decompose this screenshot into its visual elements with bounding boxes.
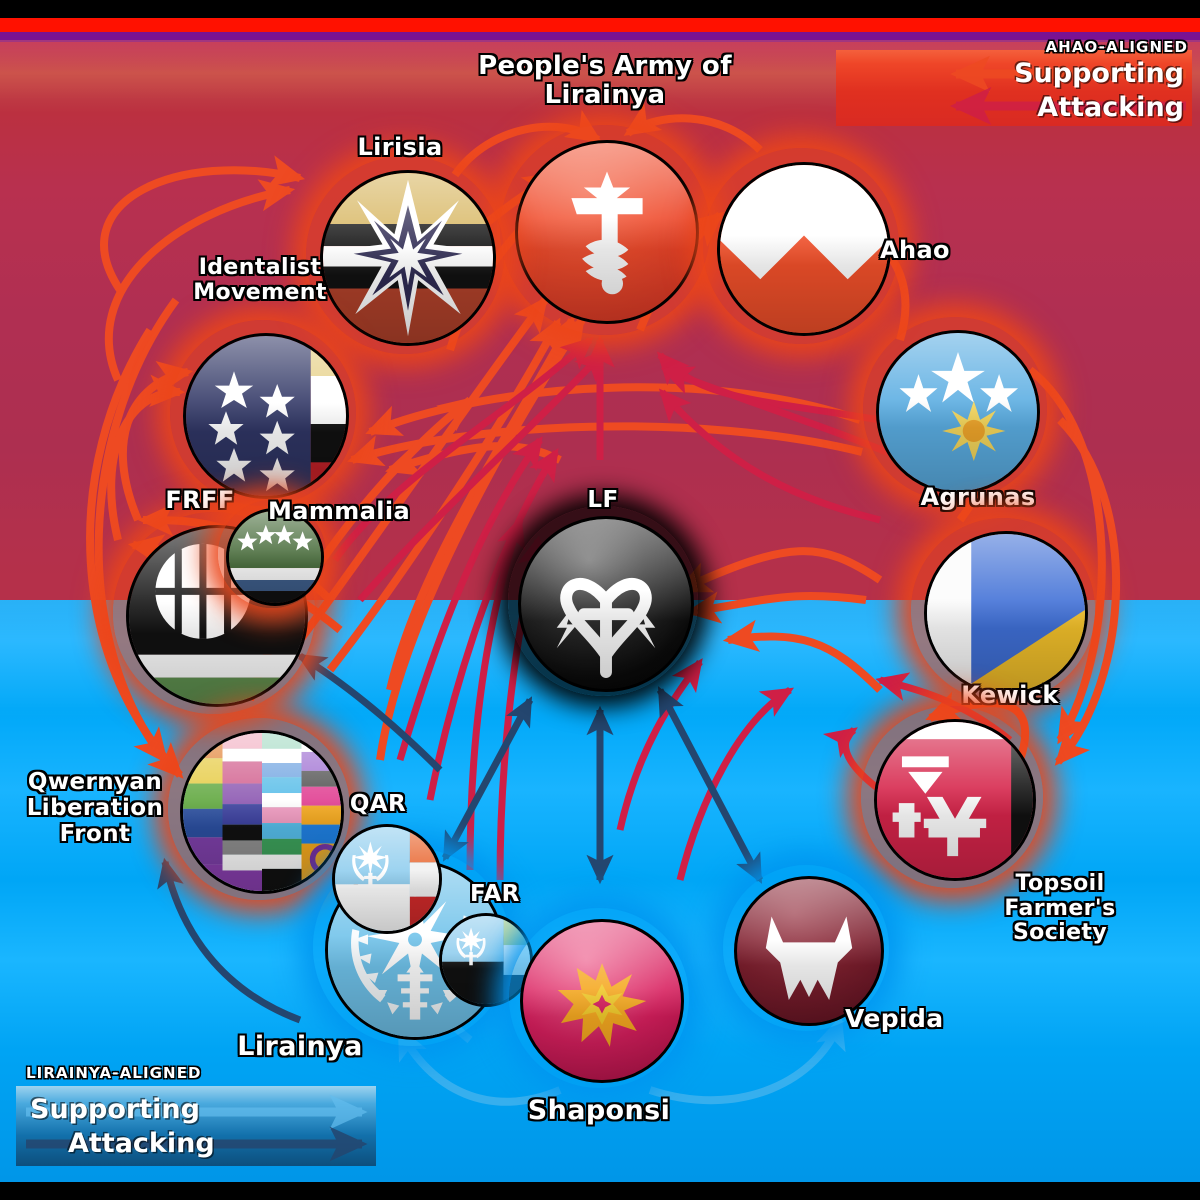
far-wreath-flag	[442, 916, 530, 1004]
legend-lirainya-supporting: Supporting	[30, 1094, 200, 1125]
node-vepida[interactable]	[734, 876, 884, 1026]
identalist-stars-flag	[186, 336, 346, 496]
node-qwernyan-liberation-front[interactable]	[180, 730, 344, 894]
bottom-black-bar	[0, 1182, 1200, 1200]
legend-lirainya-attacking: Attacking	[68, 1128, 215, 1159]
node-kewick[interactable]	[924, 531, 1088, 695]
legend-ahao-aligned: AHAO-ALIGNED Supporting Attacking	[836, 38, 1192, 126]
agrunas-moon-sun-flag	[879, 333, 1037, 491]
legend-lirainya-kicker: LIRAINYA-ALIGNED	[26, 1064, 202, 1082]
qar-wreath-flag	[335, 827, 439, 931]
node-ahao[interactable]	[717, 162, 891, 336]
node-lf[interactable]	[518, 516, 694, 692]
node-agrunas[interactable]	[876, 330, 1040, 494]
node-qar[interactable]	[332, 824, 442, 934]
node-lirisia[interactable]	[320, 170, 496, 346]
kewick-diagonal-flag	[927, 534, 1085, 692]
legend-lirainya-arrows	[26, 1094, 368, 1162]
node-pal[interactable]	[515, 140, 699, 324]
node-shaponsi[interactable]	[520, 919, 684, 1083]
ahao-chevron-flag	[720, 165, 888, 333]
shaponsi-sunburst-flag	[557, 963, 647, 1047]
node-topsoil-farmers-society[interactable]	[874, 719, 1036, 881]
legend-ahao-arrows	[949, 55, 1186, 126]
legend-lirainya-aligned: LIRAINYA-ALIGNED Supporting Attacking	[8, 1064, 376, 1166]
node-mammalia[interactable]	[226, 508, 324, 606]
legend-ahao-attacking: Attacking	[1037, 92, 1184, 123]
legend-ahao-panel	[836, 50, 1192, 126]
lirisia-starburst-flag	[323, 173, 493, 343]
legend-lirainya-panel	[16, 1086, 376, 1166]
top-black-bar	[0, 0, 1200, 18]
vepida-beast-head-flag	[765, 916, 853, 1000]
node-identalist-movement[interactable]	[183, 333, 349, 499]
pal-torch-emblem	[571, 171, 643, 295]
qlf-pride-mosaic-flag	[183, 733, 341, 891]
legend-ahao-supporting: Supporting	[1014, 58, 1184, 89]
legend-ahao-kicker: AHAO-ALIGNED	[1045, 38, 1188, 56]
node-far[interactable]	[439, 913, 533, 1007]
mammalia-stars-flag	[229, 511, 321, 603]
lf-heart-bolt-emblem	[556, 578, 656, 678]
topsoil-glyph-flag	[877, 722, 1033, 878]
